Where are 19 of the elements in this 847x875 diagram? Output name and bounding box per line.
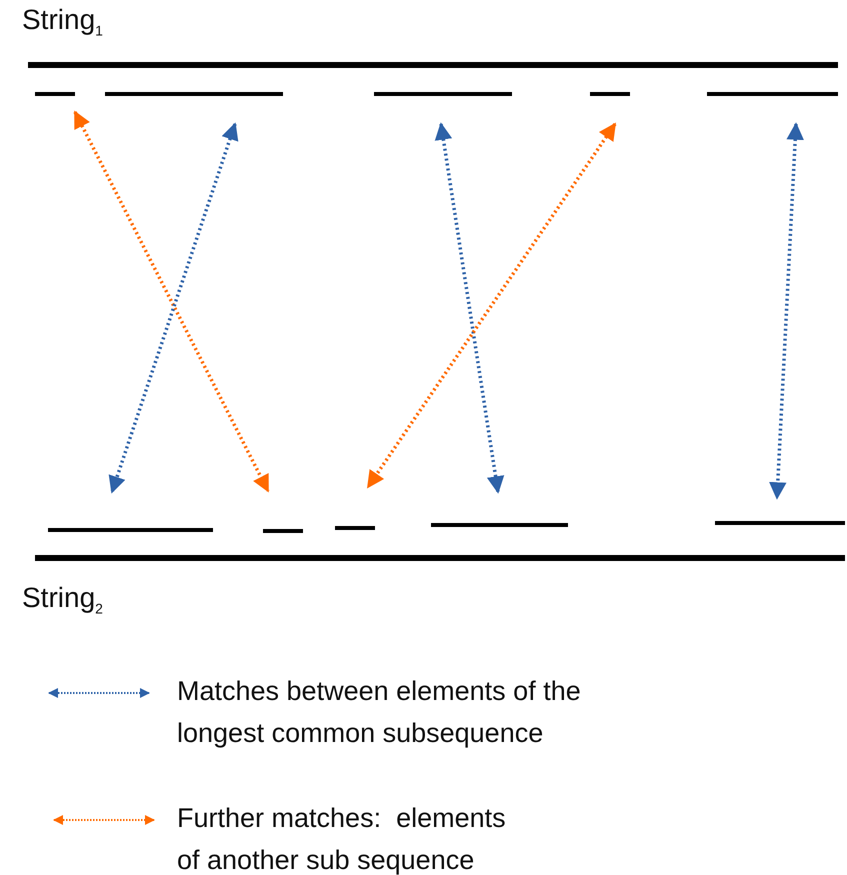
match-arrow	[434, 122, 504, 494]
string-label: String$_{1}$	[22, 4, 103, 39]
match-arrow	[108, 122, 238, 494]
segment-bar	[590, 92, 630, 96]
segment-bar	[374, 92, 512, 96]
segment-bar	[715, 521, 845, 525]
segment-bar	[335, 526, 375, 530]
segment-bar	[48, 528, 213, 532]
legend-text: Matches between elements of the longest common subsequence	[177, 675, 582, 750]
segment-bar	[431, 523, 568, 527]
match-arrow	[769, 122, 804, 500]
segment-bar	[105, 92, 283, 96]
segment-bar	[35, 92, 75, 96]
segment-bar	[263, 529, 303, 533]
legend-text: Further matches: elements of another sub sequence	[177, 802, 507, 875]
string-label: String$_{2}$	[22, 582, 103, 617]
match-arrow	[366, 122, 616, 488]
segment-bar	[707, 92, 838, 96]
match-arrow	[73, 110, 270, 493]
